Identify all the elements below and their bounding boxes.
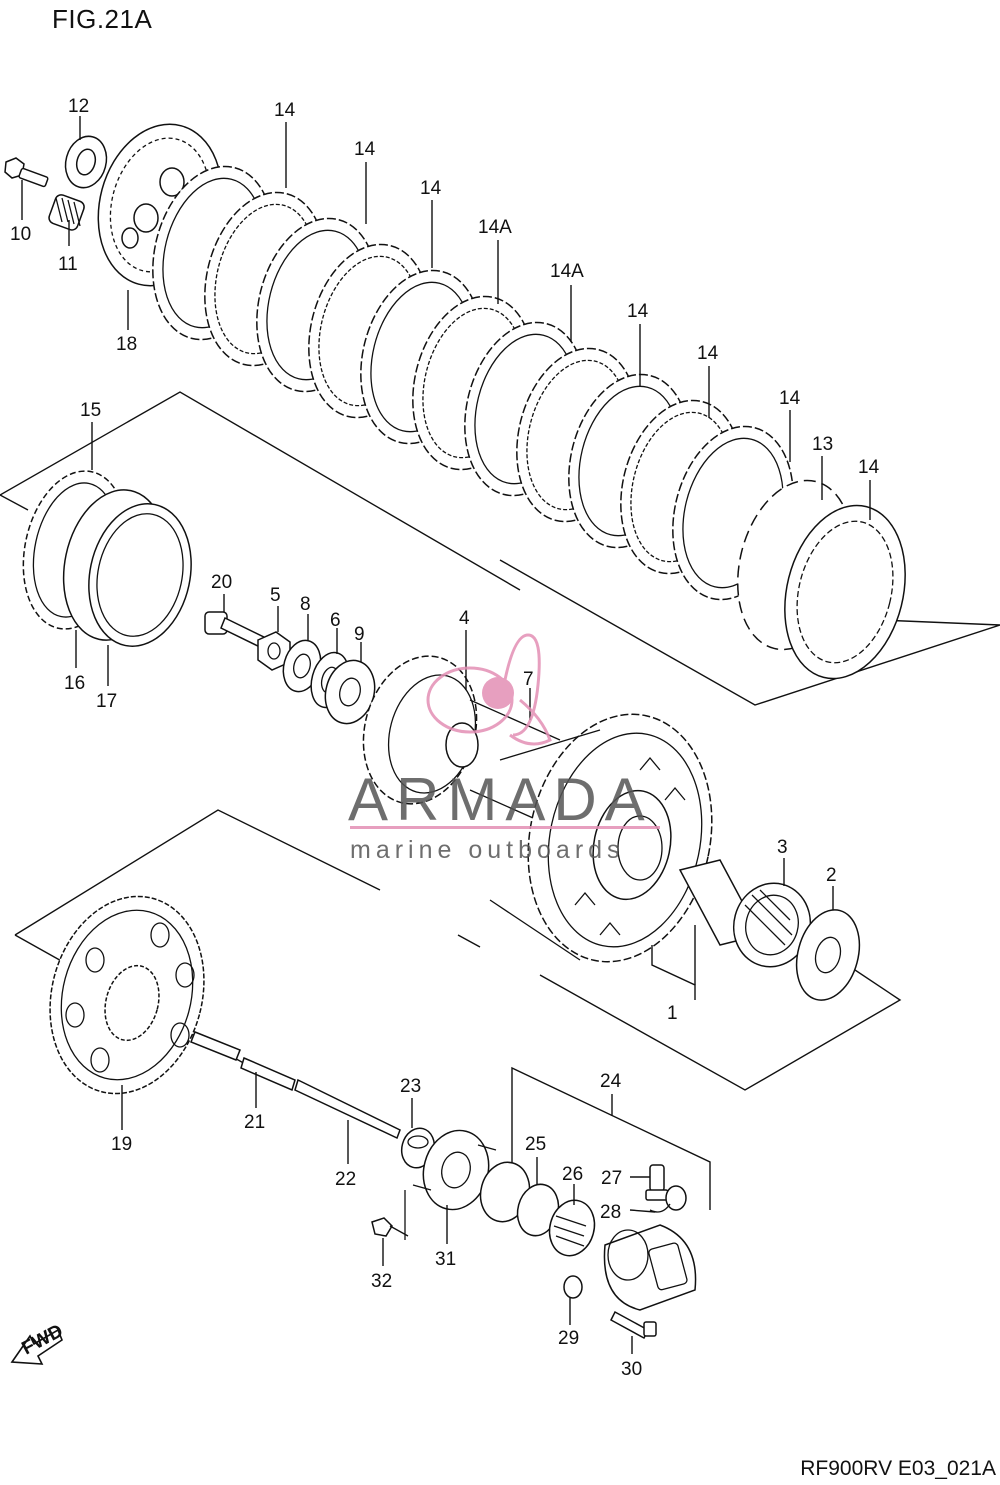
- callout-19: 19: [111, 1134, 132, 1155]
- callout-14a-b: 14A: [550, 261, 584, 282]
- watermark-logo-icon: [426, 633, 552, 746]
- callout-14-d: 14: [627, 301, 649, 322]
- group-24-bracket: [511, 1066, 711, 1210]
- callout-17: 17: [96, 691, 117, 712]
- push-rod-22-icon: [294, 1078, 401, 1140]
- callout-5: 5: [270, 585, 281, 606]
- bleeder-27-icon: [645, 1164, 669, 1201]
- clutch-plate-stack: [152, 165, 906, 680]
- callout-4: 4: [459, 608, 470, 629]
- callout-14-f: 14: [779, 388, 801, 409]
- gear-19-icon: [49, 895, 205, 1095]
- callout-2: 2: [826, 865, 837, 886]
- callout-31: 31: [435, 1249, 456, 1270]
- callout-9: 9: [354, 624, 365, 645]
- callout-14-b: 14: [354, 139, 376, 160]
- callout-26: 26: [562, 1164, 583, 1185]
- clutch-housing-1-icon: [489, 713, 713, 963]
- callout-14-a: 14: [274, 100, 296, 121]
- callout-29: 29: [558, 1328, 579, 1349]
- callout-11: 11: [58, 254, 78, 275]
- callout-27: 27: [601, 1168, 622, 1189]
- callout-15: 15: [80, 400, 101, 421]
- figure-title: FIG.21A: [52, 4, 153, 34]
- callout-30: 30: [621, 1359, 642, 1380]
- bearing-12-icon: [64, 135, 108, 189]
- callout-16: 16: [64, 673, 85, 694]
- callout-6: 6: [330, 610, 341, 631]
- cylinder-body-icon: [603, 1224, 697, 1311]
- callout-22: 22: [335, 1169, 356, 1190]
- watermark-brand: ARMADA: [348, 766, 653, 833]
- washer-9-icon: [324, 659, 376, 725]
- spring-11-icon: [48, 194, 85, 231]
- callout-13: 13: [812, 434, 833, 455]
- figure-code: RF900RV E03_021A: [800, 1457, 996, 1480]
- callout-3: 3: [777, 837, 788, 858]
- callout-7: 7: [523, 669, 534, 690]
- callout-10: 10: [10, 224, 31, 245]
- callout-25: 25: [525, 1134, 546, 1155]
- spring-26-icon: [548, 1199, 596, 1257]
- watermark-tagline: marine outboards: [350, 836, 625, 864]
- callout-12: 12: [68, 96, 89, 117]
- callout-20: 20: [211, 572, 232, 593]
- thrust-washer-2-icon: [795, 909, 861, 1001]
- spacer-3-icon: [678, 859, 812, 968]
- callout-labels: 12 10 11 18 14 14 14 14A 14A 14 14 14 13…: [10, 96, 880, 1380]
- callout-28: 28: [600, 1202, 621, 1223]
- cap-28-icon: [649, 1185, 687, 1213]
- callout-14a-a: 14A: [478, 217, 512, 238]
- plug-29-icon: [563, 1275, 583, 1299]
- callout-23: 23: [400, 1076, 421, 1097]
- bolt-32-icon: [371, 1190, 409, 1240]
- callout-14-e: 14: [697, 343, 719, 364]
- callout-8: 8: [300, 594, 311, 615]
- push-rod-21-icon: [190, 1031, 296, 1092]
- bolt-30-icon: [610, 1310, 657, 1340]
- callout-1: 1: [667, 1003, 678, 1024]
- callout-32: 32: [371, 1271, 392, 1292]
- callout-24: 24: [600, 1071, 622, 1092]
- leader-lines: [21, 116, 871, 1354]
- callout-21: 21: [244, 1112, 265, 1133]
- watermark: ARMADA marine outboards: [348, 633, 660, 864]
- sleeve-hub-4-icon: [362, 655, 561, 831]
- callout-18: 18: [116, 334, 137, 355]
- ring-17-icon: [88, 503, 192, 647]
- callout-14-g: 14: [858, 457, 880, 478]
- bolt-10-icon: [4, 157, 49, 188]
- fwd-direction-icon: FWD: [10, 1321, 67, 1365]
- upper-frame: [0, 391, 1000, 706]
- callout-14-c: 14: [420, 178, 442, 199]
